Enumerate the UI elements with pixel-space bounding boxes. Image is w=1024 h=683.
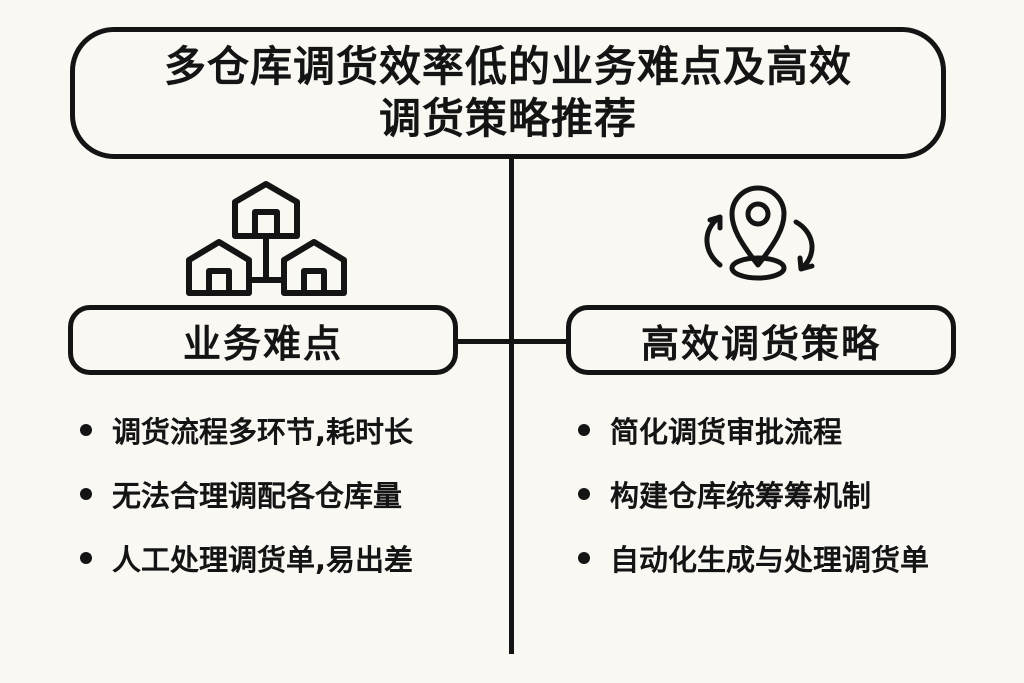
title-line-1: 多仓库调货效率低的业务难点及高效 (163, 42, 852, 91)
list-item: 人工处理调货单,易出差 (80, 526, 413, 590)
difficulties-heading: 业务难点 (182, 321, 343, 366)
horizontal-connector (455, 339, 570, 344)
list-item: 构建仓库统筹筹机制 (578, 462, 929, 526)
vertical-connector (509, 159, 514, 654)
list-item: 简化调货审批流程 (578, 398, 929, 462)
location-pin-cycle-icon (704, 185, 815, 281)
bullet-icon (80, 552, 92, 564)
strategies-heading-box: 高效调货策略 (566, 305, 956, 375)
bullet-icon (578, 552, 590, 564)
bullet-icon (80, 424, 92, 436)
strategies-list: 简化调货审批流程 构建仓库统筹筹机制 自动化生成与处理调货单 (578, 398, 929, 590)
list-item: 无法合理调配各仓库量 (80, 462, 413, 526)
difficulties-heading-box: 业务难点 (68, 305, 458, 375)
title-line-2: 调货策略推荐 (378, 94, 637, 143)
warehouse-network-icon (186, 181, 347, 296)
difficulties-list: 调货流程多环节,耗时长 无法合理调配各仓库量 人工处理调货单,易出差 (80, 398, 413, 590)
bullet-icon (578, 424, 590, 436)
title-box: 多仓库调货效率低的业务难点及高效 调货策略推荐 (70, 27, 946, 159)
bullet-icon (578, 488, 590, 500)
list-item: 自动化生成与处理调货单 (578, 526, 929, 590)
list-item: 调货流程多环节,耗时长 (80, 398, 413, 462)
bullet-icon (80, 488, 92, 500)
strategies-heading: 高效调货策略 (640, 321, 881, 366)
